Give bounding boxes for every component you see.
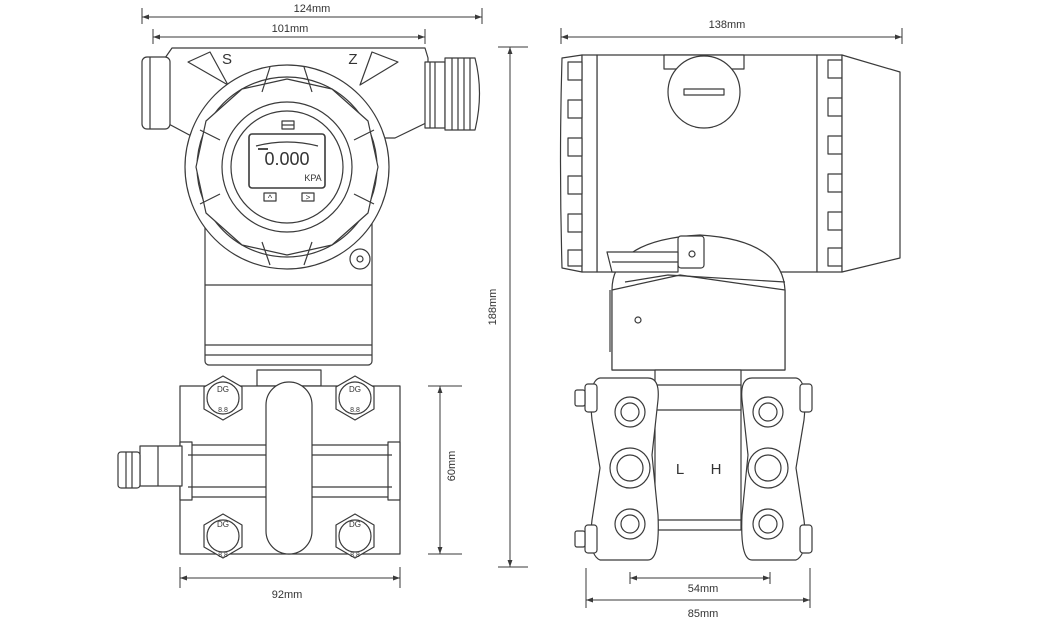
bolt-bottom-left: DG 8.8: [203, 513, 243, 559]
bolt-top-left: DG 8.8: [203, 375, 243, 421]
bolt-top-right: DG 8.8: [335, 375, 375, 421]
bolt-grade-label: DG: [349, 385, 361, 394]
cap-mark-z: Z: [348, 51, 357, 68]
bolt-bottom-right: DG 8.8: [335, 513, 375, 559]
dim-housing-width: 101mm: [152, 23, 426, 44]
display-reading: 0.000: [264, 149, 309, 169]
dim-label: 85mm: [688, 608, 719, 620]
lcd-display: 0.000 KPA ^ >: [248, 133, 326, 203]
dim-label: 101mm: [272, 23, 309, 35]
bolt-class-label: 8.8: [350, 552, 360, 559]
side-view: 138mm: [559, 19, 903, 620]
left-plug: [141, 56, 171, 130]
side-neck-body: [606, 234, 786, 371]
dim-flange-width: 92mm: [179, 567, 401, 601]
bolt-class-label: 8.8: [218, 407, 228, 414]
front-view: 0.000 KPA ^ > S Z: [117, 3, 528, 601]
display-unit: KPA: [304, 173, 321, 183]
cable-gland: [424, 57, 481, 131]
dim-side-overall-width: 138mm: [560, 19, 903, 44]
bolt-class-label: 8.8: [218, 552, 228, 559]
bolt-grade-label: DG: [349, 520, 361, 529]
up-button-icon: ^: [268, 193, 273, 203]
dim-overall-width: 124mm: [141, 3, 483, 24]
port-label-high: H: [711, 461, 722, 478]
dim-label: 124mm: [294, 3, 331, 15]
drain-valve: [117, 445, 183, 489]
port-label-low: L: [676, 461, 684, 478]
bolt-class-label: 8.8: [350, 407, 360, 414]
dim-side-flange-width: 85mm: [585, 568, 811, 620]
dim-label: 92mm: [272, 589, 303, 601]
dim-label: 138mm: [709, 19, 746, 31]
dim-label: 54mm: [688, 583, 719, 595]
dim-port-spacing: 54mm: [629, 572, 771, 595]
right-button-icon: >: [306, 193, 311, 202]
dim-label: 60mm: [446, 451, 458, 482]
dim-total-height: 188mm: [487, 46, 528, 568]
side-housing: [559, 54, 901, 273]
cap-mark-s: S: [222, 51, 232, 68]
side-flange-block: L H: [574, 377, 813, 561]
bolt-grade-label: DG: [217, 520, 229, 529]
bolt-grade-label: DG: [217, 385, 229, 394]
dim-flange-height: 60mm: [428, 385, 462, 555]
dim-label: 188mm: [487, 289, 499, 326]
